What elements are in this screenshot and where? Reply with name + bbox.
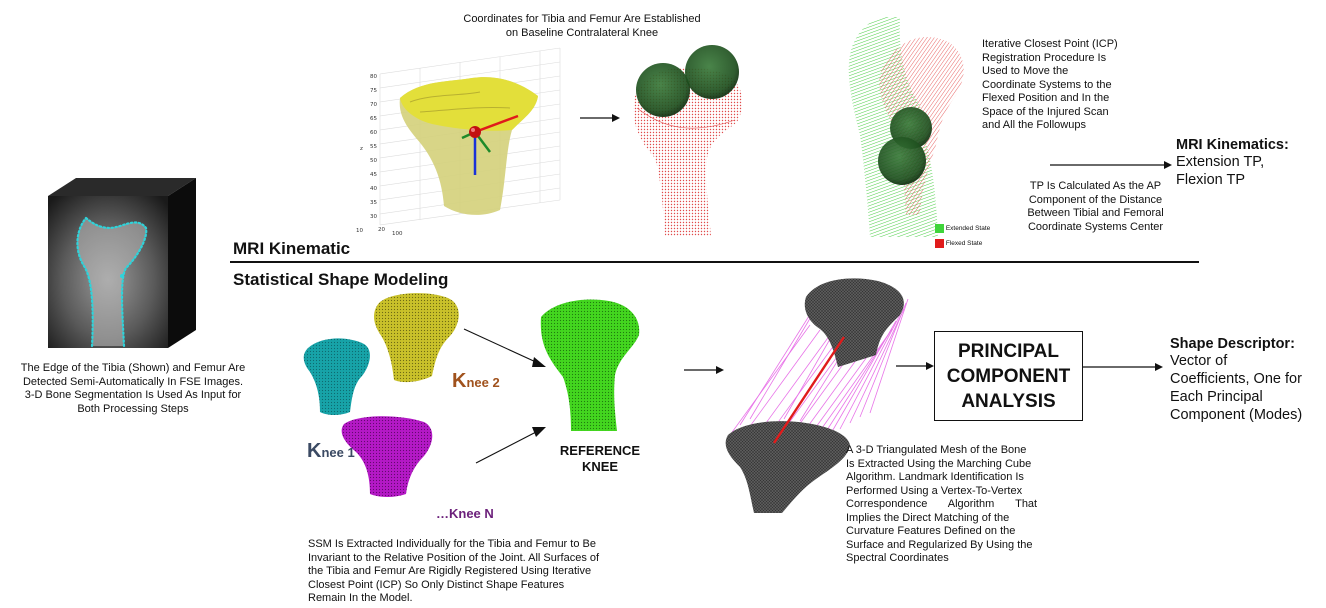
shape-descriptor-line-1: Vector of bbox=[1170, 352, 1320, 370]
mri-cube bbox=[28, 178, 198, 358]
tp-caption-line-3: Between Tibial and Femoral bbox=[1008, 207, 1183, 221]
axis-z-label: z bbox=[360, 146, 363, 152]
reference-knee-line-1: REFERENCE bbox=[545, 443, 655, 459]
icp-caption-line-3: Used to Move the bbox=[982, 65, 1182, 79]
ssm-caption-line-2: Invariant to the Relative Position of th… bbox=[308, 552, 638, 566]
left-caption-line-1: The Edge of the Tibia (Shown) and Femur … bbox=[2, 362, 264, 376]
mri-kinematics-line-1: Extension TP, bbox=[1176, 153, 1316, 171]
legend-extended-label: Extended State bbox=[946, 225, 990, 232]
legend-flexed-swatch bbox=[935, 239, 944, 248]
left-caption-line-4: Both Processing Steps bbox=[2, 403, 264, 417]
ssm-caption-line-1: SSM Is Extracted Individually for the Ti… bbox=[308, 538, 638, 552]
pca-line-3: ANALYSIS bbox=[961, 389, 1055, 414]
icp-caption-line-1: Iterative Closest Point (ICP) bbox=[982, 38, 1182, 52]
mri-kinematics-line-2: Flexion TP bbox=[1176, 171, 1316, 189]
mesh-caption-line-2: Is Extracted Using the Marching Cube bbox=[846, 458, 1056, 472]
pca-line-1: PRINCIPAL bbox=[958, 339, 1059, 364]
legend-extended-swatch bbox=[935, 224, 944, 233]
top-caption-line-1: Coordinates for Tibia and Femur Are Esta… bbox=[392, 13, 772, 27]
tick-y-65: 65 bbox=[370, 116, 377, 122]
left-caption-line-2: Detected Semi-Automatically In FSE Image… bbox=[2, 376, 264, 390]
legend-extended: Extended State bbox=[935, 224, 990, 234]
tick-y-30: 30 bbox=[370, 214, 377, 220]
top-caption: Coordinates for Tibia and Femur Are Esta… bbox=[392, 13, 772, 40]
mesh-caption-line-9: Spectral Coordinates bbox=[846, 552, 1056, 566]
tp-caption-line-1: TP Is Calculated As the AP bbox=[1008, 180, 1183, 194]
knee1-label-initial: K bbox=[307, 440, 321, 462]
kneeN-label: …Knee N bbox=[436, 506, 494, 521]
mesh-caption: A 3-D Triangulated Mesh of the Bone Is E… bbox=[846, 444, 1056, 566]
ssm-caption-line-3: the Tibia and Femur Are Rigidly Register… bbox=[308, 565, 638, 579]
pca-line-2: COMPONENT bbox=[947, 364, 1071, 389]
tick-y-80: 80 bbox=[370, 74, 377, 80]
mesh-caption-line-5: Correspondence Algorithm That bbox=[846, 498, 1056, 512]
tp-caption-line-2: Component of the Distance bbox=[1008, 194, 1183, 208]
tick-bottom-left: 10 bbox=[356, 228, 363, 234]
mesh-caption-line-4: Performed Using a Vertex-To-Vertex bbox=[846, 485, 1056, 499]
arrow-to-pca bbox=[896, 360, 934, 372]
icp-caption-line-4: Coordinate Systems to the bbox=[982, 79, 1182, 93]
mesh-caption-line-7: Curvature Features Defined on the bbox=[846, 525, 1056, 539]
ssm-caption: SSM Is Extracted Individually for the Ti… bbox=[308, 538, 638, 606]
shape-descriptor-line-2: Coefficients, One for bbox=[1170, 370, 1320, 388]
icp-caption-line-6: Space of the Injured Scan bbox=[982, 106, 1182, 120]
tick-y-50: 50 bbox=[370, 158, 377, 164]
ssm-caption-line-5: Remain In the Model. bbox=[308, 592, 638, 606]
icp-caption: Iterative Closest Point (ICP) Registrati… bbox=[982, 38, 1182, 133]
ssm-caption-line-4: Closest Point (ICP) So Only Distinct Sha… bbox=[308, 579, 638, 593]
tp-caption: TP Is Calculated As the AP Component of … bbox=[1008, 180, 1183, 234]
shape-descriptor-line-3: Each Principal bbox=[1170, 388, 1320, 406]
spheres-point-cloud bbox=[625, 38, 750, 238]
mri-kinematics-result: MRI Kinematics: Extension TP, Flexion TP bbox=[1176, 137, 1316, 189]
arrow-to-shape-descriptor bbox=[1083, 361, 1163, 373]
icp-knee-overlay bbox=[840, 15, 975, 240]
mesh-caption-line-1: A 3-D Triangulated Mesh of the Bone bbox=[846, 444, 1056, 458]
left-caption-line-3: 3-D Bone Segmentation Is Used As Input f… bbox=[2, 389, 264, 403]
mesh-caption-line-8: Surface and Regularized By Using the bbox=[846, 539, 1056, 553]
arrow-top-1 bbox=[580, 112, 620, 124]
shape-descriptor-heading: Shape Descriptor: bbox=[1170, 336, 1320, 352]
shape-descriptor-result: Shape Descriptor: Vector of Coefficients… bbox=[1170, 336, 1320, 424]
mesh-caption-line-6: Implies the Direct Matching of the bbox=[846, 512, 1056, 526]
mesh-caption-line-3: Algorithm. Landmark Identification Is bbox=[846, 471, 1056, 485]
reference-knee-label: REFERENCE KNEE bbox=[545, 443, 655, 475]
state-legend: Extended State Flexed State bbox=[935, 224, 990, 249]
mri-kinematics-heading: MRI Kinematics: bbox=[1176, 137, 1316, 153]
arrow-to-mri-kinematics bbox=[1050, 159, 1172, 171]
reference-knee-line-2: KNEE bbox=[545, 459, 655, 475]
section-title-ssm: Statistical Shape Modeling bbox=[233, 270, 448, 290]
tick-y-40: 40 bbox=[370, 186, 377, 192]
icp-caption-line-7: and All the Followups bbox=[982, 119, 1182, 133]
tick-y-55: 55 bbox=[370, 144, 377, 150]
icp-caption-line-2: Registration Procedure Is bbox=[982, 52, 1182, 66]
shape-descriptor-line-4: Component (Modes) bbox=[1170, 406, 1320, 424]
tick-y-75: 75 bbox=[370, 88, 377, 94]
tick-y-35: 35 bbox=[370, 200, 377, 206]
knee1-label-rest: nee 1 bbox=[321, 445, 354, 460]
coordinate-plot: 80 75 70 65 60 55 50 45 40 35 30 z 10 20… bbox=[350, 40, 570, 235]
tick-bottom-20: 20 bbox=[378, 227, 385, 233]
section-title-mri: MRI Kinematic bbox=[233, 239, 350, 259]
legend-flexed: Flexed State bbox=[935, 239, 990, 249]
reference-knee-shape bbox=[535, 295, 645, 435]
tick-y-45: 45 bbox=[370, 172, 377, 178]
tick-bottom-100: 100 bbox=[392, 231, 403, 235]
tick-y-70: 70 bbox=[370, 102, 377, 108]
left-caption: The Edge of the Tibia (Shown) and Femur … bbox=[2, 362, 264, 416]
knee1-label: Knee 1 bbox=[307, 440, 355, 463]
icp-caption-line-5: Flexed Position and In the bbox=[982, 92, 1182, 106]
section-divider bbox=[230, 261, 1199, 263]
tp-caption-line-4: Coordinate Systems Center bbox=[1008, 221, 1183, 235]
arrow-to-mesh bbox=[684, 364, 724, 376]
tick-y-60: 60 bbox=[370, 130, 377, 136]
pca-box: PRINCIPAL COMPONENT ANALYSIS bbox=[934, 331, 1083, 421]
legend-flexed-label: Flexed State bbox=[946, 240, 983, 247]
knee-shapes bbox=[300, 290, 475, 500]
